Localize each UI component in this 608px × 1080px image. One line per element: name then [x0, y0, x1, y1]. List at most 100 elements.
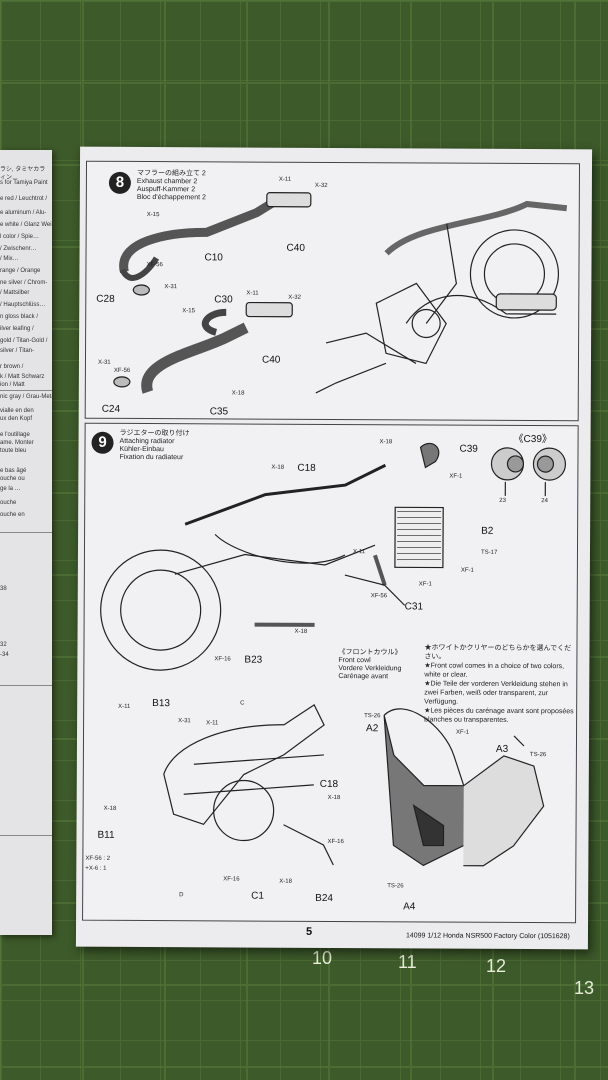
front-cowl-note-de: ★Die Teile der vorderen Verkleidung steh…: [424, 680, 568, 706]
part-label: A3: [495, 743, 509, 755]
left-page-line: toute bleu: [0, 448, 27, 454]
c39-inset-label: 《C39》: [513, 433, 552, 446]
step-9-panel: 9 ラジエターの取り付け Attaching radiator Kühler-E…: [82, 422, 579, 924]
front-cowl-note-jp: ★ホワイトかクリヤーのどちらかを選んでください。: [424, 644, 572, 661]
part-label: B23: [244, 654, 263, 666]
part-label: X-18: [271, 464, 285, 471]
mat-ruler-13: 13: [574, 978, 595, 998]
radiator-illustration: [100, 442, 567, 867]
page-number: 5: [305, 925, 313, 938]
kit-code: 14099 1/12 Honda NSR500 Factory Color (1…: [405, 932, 570, 941]
part-label: X-31: [164, 284, 178, 291]
part-label: X-18: [279, 878, 292, 885]
left-page-line: vialle en den: [0, 408, 34, 414]
part-label: XF-1: [449, 473, 463, 480]
part-label: X-11: [246, 290, 259, 297]
part-label: C24: [101, 403, 121, 415]
front-cowl-note-en: ★Front cowl comes in a choice of two col…: [424, 662, 565, 679]
front-cowl-title-fr: Carénage avant: [338, 673, 389, 681]
left-page-line: e white / Glanz Weiß: [0, 222, 52, 228]
part-label: TS-17: [480, 549, 498, 556]
part-label: TS-26: [387, 883, 404, 890]
left-page-rule: [0, 532, 52, 533]
part-label: TS-26: [364, 713, 381, 720]
part-label: X-31: [178, 718, 191, 725]
part-label: XF-16: [214, 656, 231, 663]
part-label: C18: [297, 462, 316, 474]
mat-ruler-11: 11: [398, 952, 417, 972]
part-label: XF-56: [146, 262, 163, 269]
left-page-line: / Mattsilber: [0, 290, 30, 296]
part-label: B13: [152, 698, 171, 710]
part-label: B24: [315, 892, 333, 904]
part-label: C40: [286, 242, 305, 254]
left-page-line: e aluminum / Alu-: [0, 210, 47, 216]
part-label: XF-1: [418, 581, 432, 588]
part-label: X-11: [206, 720, 219, 727]
part-label: B2: [481, 525, 494, 537]
step-9-number: 9: [91, 431, 114, 454]
left-page-line: silver / Titan-: [0, 348, 35, 354]
left-page-line: gold / Titan-Gold /: [0, 338, 48, 344]
left-page-line: ge la …: [0, 486, 21, 492]
part-label: C28: [96, 293, 115, 305]
part-label: X-18: [327, 794, 341, 802]
front-cowl-notes: ★ホワイトかクリヤーのどちらかを選んでください。 ★Front cowl com…: [424, 643, 574, 725]
part-label: XF-1: [456, 729, 470, 736]
part-label: X-15: [146, 212, 160, 219]
left-page-line: ne silver / Chrom-: [0, 280, 48, 286]
step-8-panel: 8 マフラーの組み立て 2 Exhaust chamber 2 Auspuff-…: [84, 160, 581, 422]
mat-ruler-12: 12: [486, 956, 507, 976]
front-cowl-note-fr: ★Les pièces du carénage avant sont propo…: [424, 707, 574, 724]
part-label: XF-16: [223, 876, 240, 883]
part-label: X-18: [294, 628, 308, 635]
left-page-line: r brown /: [0, 364, 24, 370]
left-page-line: / Mix…: [0, 256, 19, 262]
part-label: C31: [404, 601, 424, 613]
part-label: X-31: [97, 359, 111, 366]
step-9-title: ラジエターの取り付け Attaching radiator Kühler-Ein…: [119, 430, 189, 462]
part-label: C39: [459, 443, 478, 455]
instruction-page: 8 マフラーの組み立て 2 Exhaust chamber 2 Auspuff-…: [75, 146, 593, 950]
left-page-line: 38: [0, 586, 7, 592]
left-page-line: ィン…: [0, 175, 19, 181]
left-page-line: ilver leafing /: [0, 326, 34, 332]
part-label: C40: [261, 354, 281, 366]
mat-ruler-10: 10: [312, 948, 333, 968]
left-page-line: range / Orange: [0, 268, 41, 274]
left-page-line: e l'outillage: [0, 432, 30, 438]
left-page-line: ラシ, タミヤカラ: [0, 167, 46, 173]
left-page-line: / Hauptschlüss…: [0, 302, 46, 308]
left-page-line: -34: [0, 652, 9, 658]
left-page-line: ouche: [0, 500, 17, 506]
left-page-line: e bas âgé: [0, 468, 27, 474]
left-page-line: 32: [0, 642, 7, 648]
step-8-title: マフラーの組み立て 2 Exhaust chamber 2 Auspuff-Ka…: [137, 170, 206, 202]
part-label: X-11: [118, 703, 131, 710]
left-page-line: ame. Monter: [0, 440, 34, 446]
left-page-line: e red / Leuchtrot /: [0, 196, 48, 202]
step-9-title-fr: Fixation du radiateur: [119, 453, 184, 462]
part-label: X-11: [278, 176, 292, 183]
front-cowl-title: 《フロントカウル》 Front cowl Vordere Verkleidung…: [338, 649, 401, 681]
part-label: B11: [97, 829, 115, 841]
part-label: C10: [204, 252, 223, 264]
part-label: X-11: [352, 549, 366, 556]
left-page-line: / Zwischenr…: [0, 246, 37, 252]
left-page-line: n gloss black /: [0, 314, 39, 320]
part-label: C1: [251, 890, 265, 902]
left-page-line: ouche en: [0, 512, 25, 518]
inset-marker-24: 24: [541, 498, 548, 505]
left-page-rule: [0, 685, 52, 686]
part-label: A2: [366, 723, 379, 735]
part-label: C18: [319, 778, 339, 791]
part-label: C30: [214, 294, 233, 306]
left-page-line: ux den Kopf: [0, 416, 33, 422]
part-label: C: [240, 700, 245, 707]
part-label: XF-16: [327, 838, 344, 846]
part-label: +X-6 : 1: [85, 865, 107, 872]
part-label: C35: [209, 406, 229, 418]
part-label: D: [179, 892, 184, 899]
part-label: XF-1: [460, 567, 474, 574]
